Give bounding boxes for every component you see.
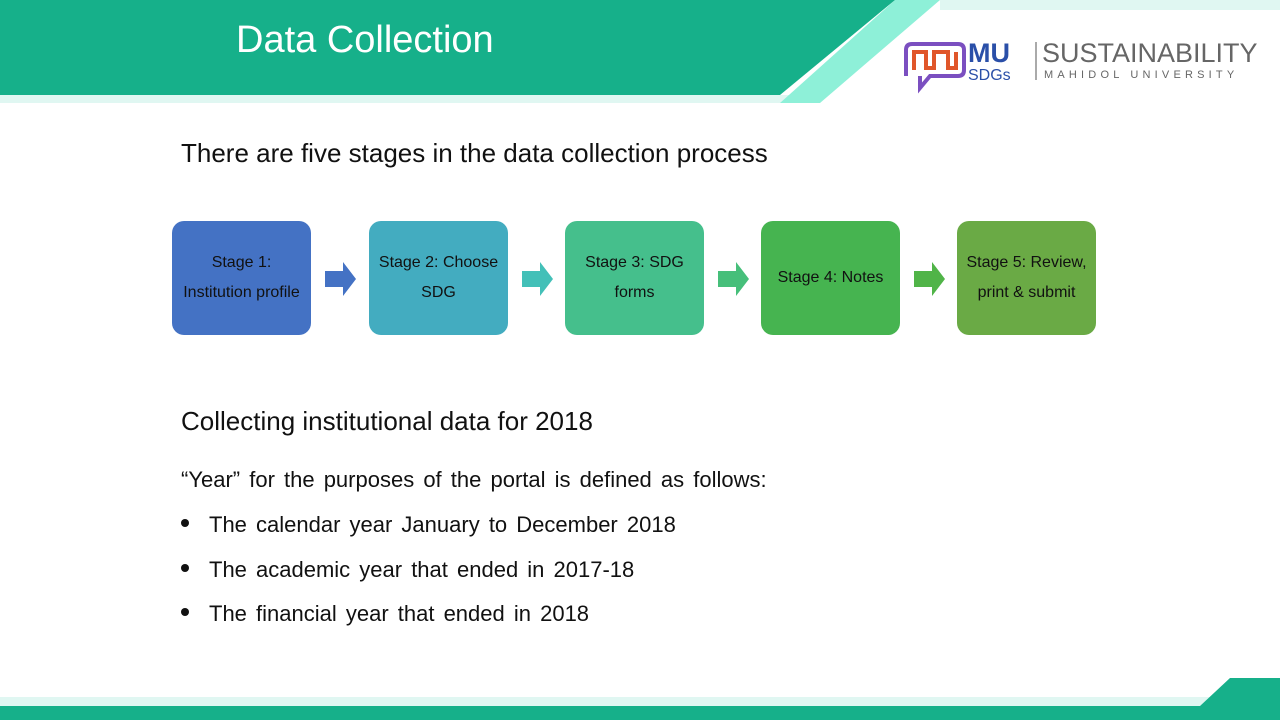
- logo-sdgs: SDGs: [968, 67, 1011, 84]
- top-light-strip: [940, 0, 1280, 10]
- logo-sustainability: SUSTAINABILITY: [1042, 38, 1258, 68]
- stage-3-box: Stage 3: SDG forms: [565, 221, 704, 335]
- bullet-text: The calendar year January to December 20…: [209, 512, 676, 537]
- footer-band: [0, 678, 1280, 720]
- stage-3-label: Stage 3: SDG forms: [585, 254, 684, 301]
- page-title: Data Collection: [236, 19, 494, 61]
- logo-university: MAHIDOL UNIVERSITY: [1044, 69, 1239, 81]
- bullet-text: The financial year that ended in 2018: [209, 601, 590, 626]
- intro-text: There are five stages in the data collec…: [181, 138, 768, 168]
- arrow-right-icon: [522, 262, 553, 296]
- logo-divider: [1035, 42, 1037, 80]
- bullet-item: The financial year that ended in 2018: [181, 601, 589, 627]
- arrow-right-icon: [325, 262, 356, 296]
- stage-4-label: Stage 4: Notes: [777, 269, 884, 286]
- stage-2-box: Stage 2: Choose SDG: [369, 221, 508, 335]
- bullet-icon: [181, 564, 189, 573]
- stage-1-label: Stage 1: Institution profile: [183, 254, 300, 301]
- bullet-item: The academic year that ended in 2017-18: [181, 557, 634, 583]
- arrow-right-icon: [718, 262, 749, 296]
- header-band: [0, 0, 895, 95]
- bullet-item: The calendar year January to December 20…: [181, 512, 676, 538]
- stage-1-box: Stage 1: Institution profile: [172, 221, 311, 335]
- year-definition: “Year” for the purposes of the portal is…: [181, 467, 767, 492]
- bullet-icon: [181, 519, 189, 528]
- footer-light-strip: [0, 697, 1210, 706]
- stage-2-label: Stage 2: Choose SDG: [378, 254, 499, 301]
- header-light-band: [0, 95, 820, 103]
- section-heading: Collecting institutional data for 2018: [181, 406, 593, 436]
- stage-5-label: Stage 5: Review, print & submit: [966, 254, 1087, 301]
- bullet-text: The academic year that ended in 2017-18: [209, 557, 635, 582]
- header-mint-band: [780, 0, 940, 103]
- stage-5-box: Stage 5: Review, print & submit: [957, 221, 1096, 335]
- stage-4-box: Stage 4: Notes: [761, 221, 900, 335]
- arrow-right-icon: [914, 262, 945, 296]
- mu-sdgs-logo-icon: [904, 42, 966, 94]
- logo-mu: MU: [968, 38, 1010, 68]
- bullet-icon: [181, 608, 189, 617]
